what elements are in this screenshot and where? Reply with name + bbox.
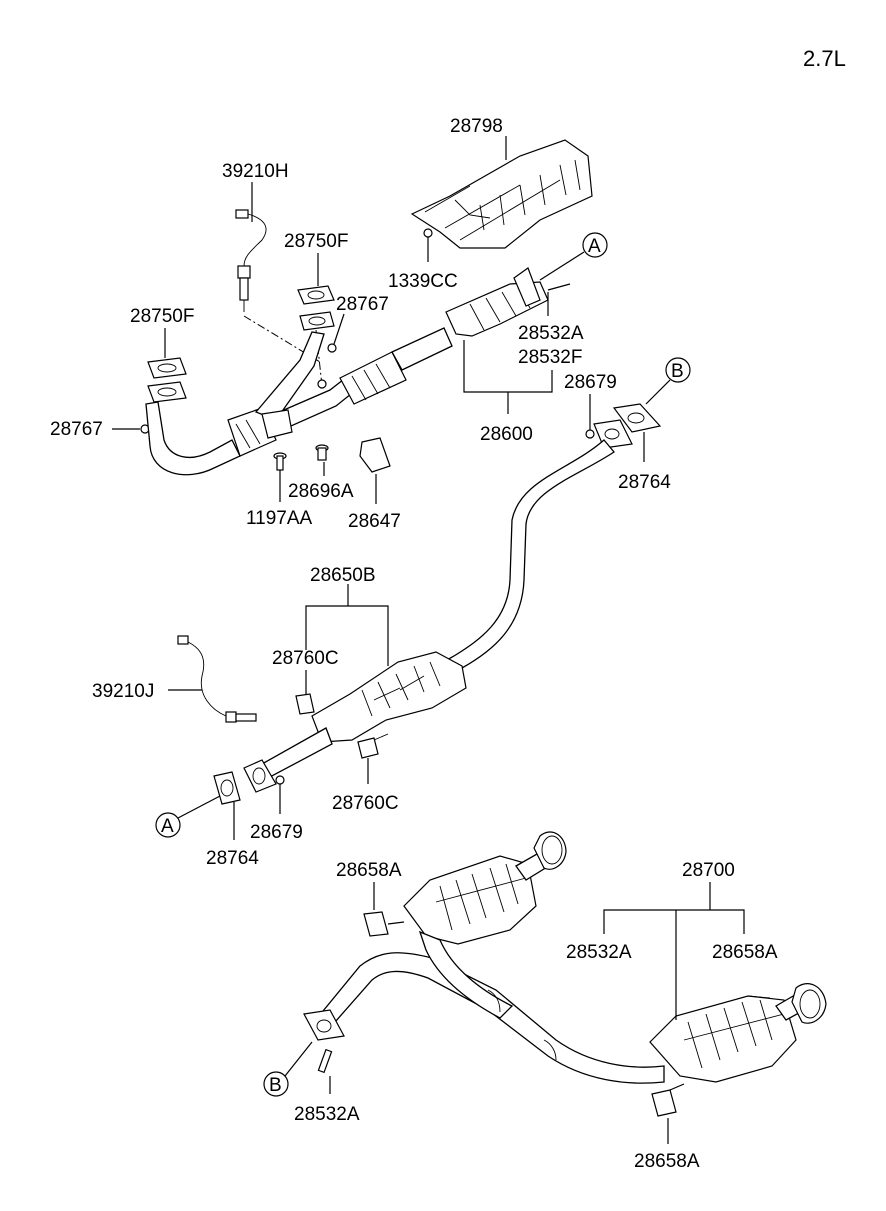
- heat-shield-part: [410, 139, 593, 249]
- dash-28750f-top: [315, 329, 323, 387]
- leader-connector-b-bottom: [284, 1041, 313, 1077]
- bracket-28700: [603, 909, 745, 934]
- label-28532a-top: 28532A: [518, 323, 584, 344]
- label-28658a-mid: 28658A: [712, 942, 778, 963]
- hanger-28658a-top: [363, 911, 389, 937]
- label-28650b: 28650B: [310, 565, 376, 586]
- nut-1339cc: [423, 228, 433, 238]
- front-y-pipe-28600: [145, 267, 549, 476]
- label-28700: 28700: [682, 860, 735, 881]
- rear-muffler-assembly-28700: [303, 831, 827, 1084]
- connector-b-bottom: [263, 1071, 289, 1097]
- bolt-28696a: [315, 444, 329, 461]
- connector-a-bottom: [155, 812, 181, 838]
- bolt-1197aa: [273, 452, 287, 471]
- label-28600: 28600: [480, 424, 533, 445]
- bolt-28532a-bottom: [317, 1048, 333, 1074]
- engine-label: 2.7L: [803, 46, 846, 71]
- label-28767-left: 28767: [50, 419, 103, 440]
- hanger-28658a-bottom: [651, 1089, 677, 1117]
- gasket-28750f-left: [147, 357, 187, 403]
- connector-b-top: [665, 357, 691, 383]
- leader-28767-top: [333, 313, 345, 345]
- hanger-28760c-bottom: [357, 733, 389, 759]
- label-28532f: 28532F: [518, 347, 582, 368]
- label-28658a-top: 28658A: [336, 860, 402, 881]
- connector-a-top-letter: A: [588, 236, 601, 257]
- label-28679-bottom: 28679: [250, 822, 303, 843]
- label-28679-top: 28679: [564, 372, 617, 393]
- nut-28767-top: [327, 343, 337, 353]
- hanger-28760c-top: [295, 693, 315, 715]
- connector-b-top-letter: B: [671, 361, 684, 382]
- label-28798: 28798: [450, 116, 503, 137]
- leader-connector-a-bottom: [177, 795, 221, 819]
- hanger-28658a-top-stud: [387, 921, 405, 925]
- leader-connector-b-top: [645, 379, 671, 405]
- label-28750f-left: 28750F: [130, 306, 194, 327]
- label-28532a-mid: 28532A: [566, 942, 632, 963]
- label-1197aa: 1197AA: [246, 508, 313, 529]
- oxygen-sensor-39210h: [235, 209, 267, 312]
- label-39210h: 39210H: [222, 161, 289, 182]
- label-28760c-top: 28760C: [272, 648, 339, 669]
- connector-a-top: [582, 232, 608, 258]
- label-28696a: 28696A: [288, 481, 354, 502]
- gasket-28750f-top: [297, 285, 335, 331]
- hanger-28658a-bottom-stud: [669, 1083, 685, 1091]
- label-39210j: 39210J: [92, 681, 154, 702]
- oxygen-sensor-39210j: [177, 635, 257, 723]
- dash-39210h: [243, 315, 321, 363]
- nut-28679-bottom: [275, 775, 285, 785]
- leader-connector-a-top: [539, 251, 585, 281]
- label-28532a-bottom: 28532A: [294, 1104, 360, 1125]
- center-pipe-28650b: [243, 419, 633, 793]
- bolt-28532a-top: [547, 283, 571, 291]
- connector-b-bottom-letter: B: [269, 1075, 282, 1096]
- label-1339cc: 1339CC: [388, 271, 458, 292]
- label-28647: 28647: [348, 511, 401, 532]
- label-28764-left: 28764: [206, 848, 259, 869]
- label-28750f-top: 28750F: [284, 231, 348, 252]
- nut-28679-top: [585, 429, 595, 439]
- label-28767-top: 28767: [336, 294, 389, 315]
- label-28760c-bottom: 28760C: [332, 793, 399, 814]
- label-28658a-bottom: 28658A: [634, 1151, 700, 1172]
- label-28764-right: 28764: [618, 472, 671, 493]
- connector-a-bottom-letter: A: [161, 816, 174, 837]
- gasket-28764-left: [213, 771, 241, 805]
- bracket-28650b: [305, 605, 389, 666]
- gasket-28764-right: [612, 403, 662, 433]
